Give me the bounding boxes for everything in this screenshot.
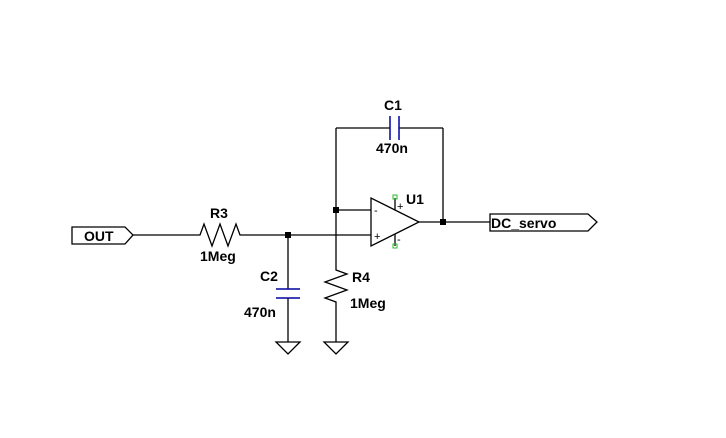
net-flag-dc-servo-label: DC_servo bbox=[491, 215, 556, 231]
opamp-u1[interactable]: - + + - U1 bbox=[370, 191, 424, 249]
junction-dot bbox=[440, 219, 446, 225]
c2-value: 470n bbox=[244, 304, 276, 320]
junction-dot bbox=[333, 207, 339, 213]
r4-ref: R4 bbox=[352, 269, 370, 285]
capacitor-c2[interactable]: C2 470n bbox=[244, 268, 300, 320]
opamp-vplus-sign: + bbox=[397, 201, 403, 213]
net-flag-dc-servo[interactable]: DC_servo bbox=[489, 213, 598, 232]
r3-value: 1Meg bbox=[200, 248, 236, 264]
c1-ref: C1 bbox=[384, 97, 402, 113]
r3-ref: R3 bbox=[210, 205, 228, 221]
c1-value: 470n bbox=[376, 140, 408, 156]
resistor-r3[interactable]: R3 1Meg bbox=[196, 205, 244, 264]
junction-dot bbox=[285, 232, 291, 238]
u1-ref: U1 bbox=[406, 191, 424, 207]
opamp-plus-sign: + bbox=[374, 231, 380, 243]
opamp-pin-marker bbox=[392, 194, 398, 200]
opamp-vminus-sign: - bbox=[397, 234, 401, 246]
opamp-minus-sign: - bbox=[374, 205, 378, 217]
opamp-pin-marker bbox=[392, 243, 398, 249]
r4-value: 1Meg bbox=[350, 295, 386, 311]
net-flag-out[interactable]: OUT bbox=[71, 226, 134, 245]
ground-r4[interactable] bbox=[322, 341, 350, 355]
wires bbox=[133, 127, 490, 342]
ground-c2[interactable] bbox=[274, 341, 302, 355]
net-flag-out-label: OUT bbox=[84, 228, 114, 244]
capacitor-c1[interactable]: C1 470n bbox=[376, 97, 408, 156]
resistor-r4[interactable]: R4 1Meg bbox=[323, 266, 386, 311]
junctions bbox=[285, 207, 446, 238]
c2-ref: C2 bbox=[260, 268, 278, 284]
